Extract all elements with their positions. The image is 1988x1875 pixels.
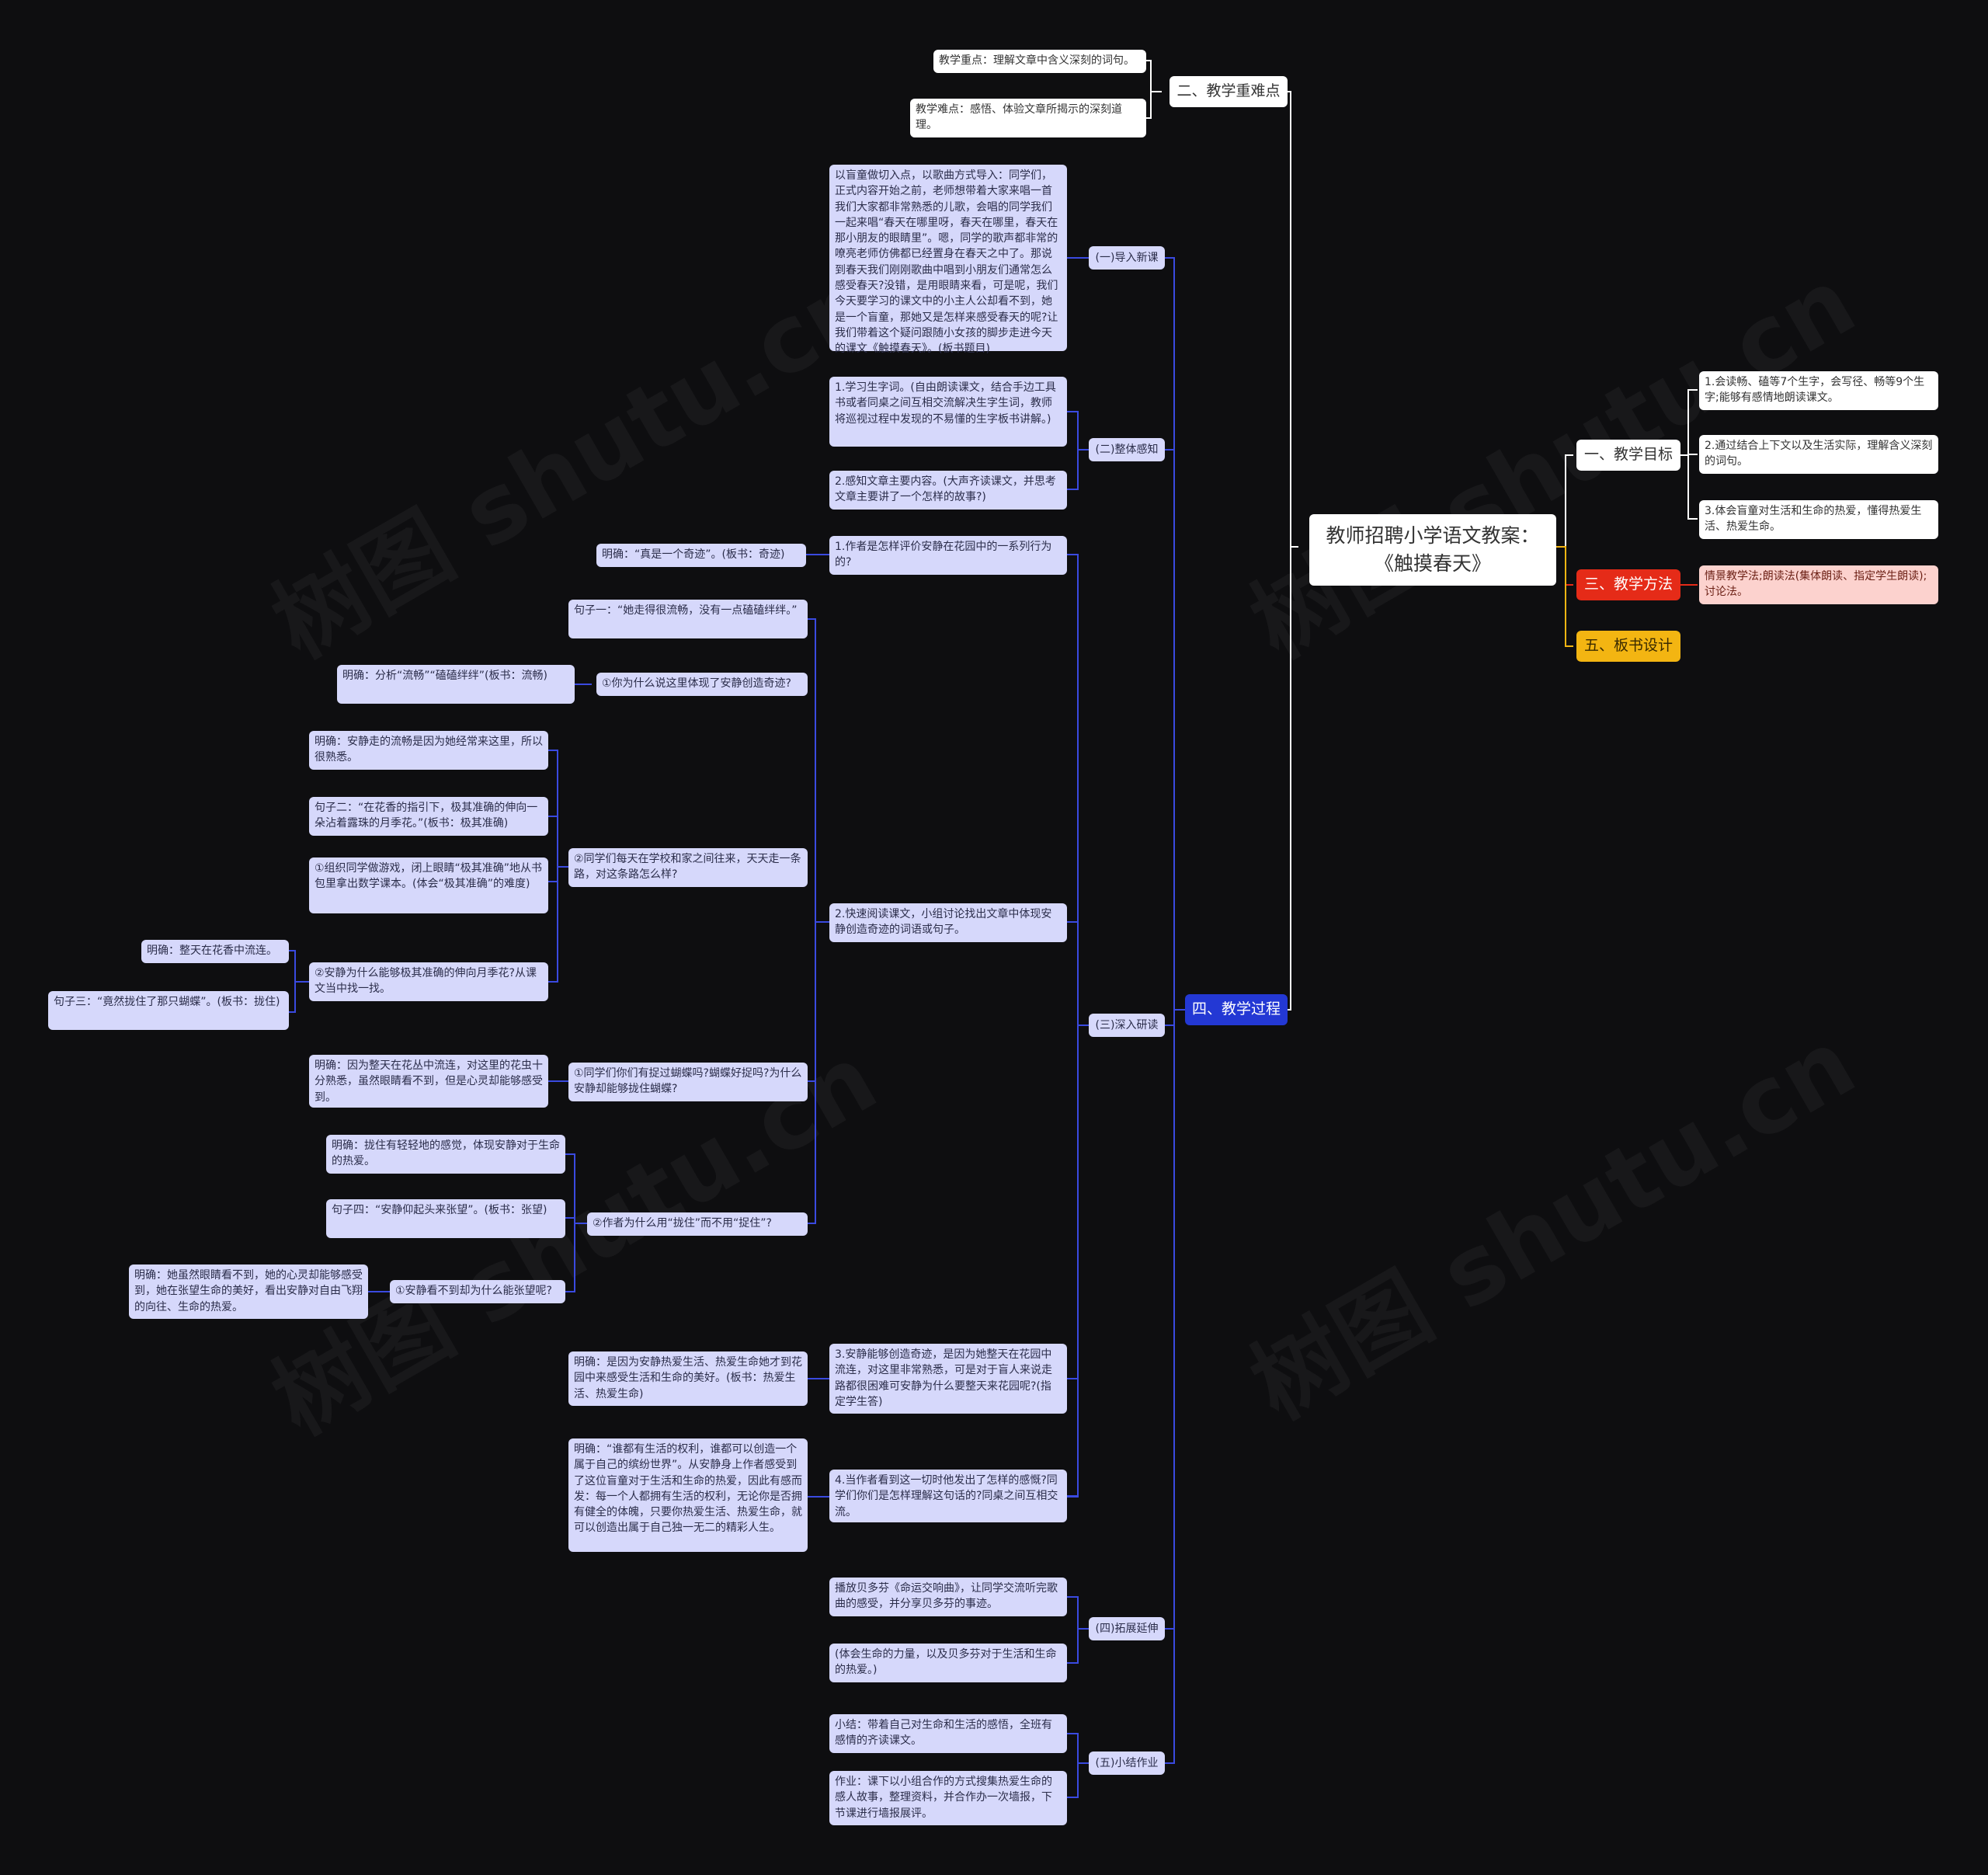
- branch-board-design[interactable]: 五、板书设计: [1576, 631, 1680, 662]
- branch-key-points[interactable]: 二、教学重难点: [1170, 76, 1288, 107]
- branch-teaching-process[interactable]: 四、教学过程: [1185, 994, 1288, 1025]
- sentence-2-game[interactable]: ①组织同学做游戏，闭上眼睛“极其准确”地从书包里拿出数学课本。(体会“极其准确”…: [309, 857, 548, 913]
- section-intro[interactable]: (一)导入新课: [1089, 246, 1165, 270]
- section-overall[interactable]: (二)整体感知: [1089, 438, 1165, 461]
- extension-item-1[interactable]: 播放贝多芬《命运交响曲》，让同学交流听完歌曲的感受，并分享贝多芬的事迹。: [829, 1578, 1067, 1616]
- sentence-1-answer-2[interactable]: 明确：安静走的流畅是因为她经常来这里，所以很熟悉。: [309, 731, 548, 770]
- goal-item-3[interactable]: 3.体会盲童对生活和生命的热爱，懂得热爱生活、热爱生命。: [1699, 500, 1938, 539]
- keypoint-difficulty[interactable]: 教学难点：感悟、体验文章所揭示的深刻道理。: [910, 99, 1146, 137]
- deep-question-4[interactable]: 4.当作者看到这一切时他发出了怎样的感慨?同学们你们是怎样理解这句话的?同桌之间…: [829, 1470, 1067, 1522]
- deep-answer-1[interactable]: 明确：“真是一个奇迹”。(板书：奇迹): [596, 544, 806, 567]
- deep-answer-4[interactable]: 明确：“谁都有生活的权利，谁都可以创造一个属于自己的缤纷世界”。从安静身上作者感…: [568, 1438, 808, 1552]
- overall-item-1[interactable]: 1.学习生字词。(自由朗读课文，结合手边工具书或者同桌之间互相交流解决生字生词，…: [829, 377, 1067, 447]
- sentence-3-question-2[interactable]: ②作者为什么用“拢住”而不用“捉住”?: [587, 1212, 808, 1236]
- sentence-2[interactable]: 句子二：“在花香的指引下，极其准确的伸向一朵沾着露珠的月季花。”(板书：极其准确…: [309, 797, 548, 836]
- root-title-line1: 教师招聘小学语文教案：: [1326, 524, 1540, 547]
- sentence-3-question[interactable]: ①同学们你们有捉过蝴蝶吗?蝴蝶好捉吗?为什么安静却能够拢住蝴蝶?: [568, 1063, 808, 1101]
- deep-answer-3[interactable]: 明确：是因为安静热爱生活、热爱生命她才到花园中来感受生活和生命的美好。(板书：热…: [568, 1351, 808, 1406]
- overall-item-2[interactable]: 2.感知文章主要内容。(大声齐读课文，并思考文章主要讲了一个怎样的故事?): [829, 471, 1067, 510]
- branch-teaching-methods[interactable]: 三、教学方法: [1576, 569, 1680, 600]
- intro-text[interactable]: 以盲童做切入点，以歌曲方式导入：同学们，正式内容开始之前，老师想带着大家来唱一首…: [829, 165, 1067, 355]
- section-deep-reading[interactable]: (三)深入研读: [1089, 1014, 1165, 1037]
- root-title-line2: 《触摸春天》: [1374, 552, 1491, 575]
- sentence-3-answer[interactable]: 明确：因为整天在花丛中流连，对这里的花虫十分熟悉，虽然眼睛看不到，但是心灵却能够…: [309, 1055, 548, 1108]
- deep-question-3[interactable]: 3.安静能够创造奇迹，是因为她整天在花园中流连，对这里非常熟悉，可是对于盲人来说…: [829, 1344, 1067, 1414]
- sentence-1-answer[interactable]: 明确：分析“流畅”“磕磕绊绊”(板书：流畅): [337, 665, 575, 704]
- goal-item-2[interactable]: 2.通过结合上下文以及生活实际，理解含义深刻的词句。: [1699, 435, 1938, 474]
- section-extension[interactable]: (四)拓展延伸: [1089, 1617, 1165, 1640]
- section-summary-homework[interactable]: (五)小结作业: [1089, 1752, 1165, 1775]
- sentence-4-question[interactable]: ①安静看不到却为什么能张望呢?: [390, 1280, 565, 1303]
- homework-item[interactable]: 作业：课下以小组合作的方式搜集热爱生命的感人故事，整理资料，并合作办一次墙报，下…: [829, 1771, 1067, 1825]
- sentence-2-question[interactable]: ②安静为什么能够极其准确的伸向月季花?从课文当中找一找。: [309, 962, 548, 1001]
- sentence-2-answer[interactable]: 明确：整天在花香中流连。: [141, 940, 289, 963]
- sentence-3[interactable]: 句子三：“竟然拢住了那只蝴蝶”。(板书：拢住): [48, 991, 289, 1030]
- deep-question-2[interactable]: 2.快速阅读课文，小组讨论找出文章中体现安静创造奇迹的词语或句子。: [829, 903, 1067, 942]
- sentence-1[interactable]: 句子一：“她走得很流畅，没有一点磕磕绊绊。”: [568, 600, 808, 638]
- root-topic[interactable]: 教师招聘小学语文教案： 《触摸春天》: [1309, 514, 1556, 586]
- deep-question-1[interactable]: 1.作者是怎样评价安静在花园中的一系列行为的?: [829, 536, 1067, 575]
- methods-item[interactable]: 情景教学法;朗读法(集体朗读、指定学生朗读);讨论法。: [1699, 565, 1938, 604]
- sentence-1-question-2[interactable]: ②同学们每天在学校和家之间往来，天天走一条路，对这条路怎么样?: [568, 848, 808, 887]
- extension-item-2[interactable]: (体会生命的力量，以及贝多芬对于生活和生命的热爱。): [829, 1644, 1067, 1682]
- sentence-3-answer-2[interactable]: 明确：拢住有轻轻地的感觉，体现安静对于生命的热爱。: [326, 1135, 565, 1174]
- sentence-4[interactable]: 句子四：“安静仰起头来张望”。(板书：张望): [326, 1199, 565, 1238]
- sentence-1-question[interactable]: ①你为什么说这里体现了安静创造奇迹?: [596, 673, 808, 696]
- goal-item-1[interactable]: 1.会读畅、磕等7个生字，会写径、畅等9个生字;能够有感情地朗读课文。: [1699, 371, 1938, 410]
- sentence-4-answer[interactable]: 明确：她虽然眼睛看不到，她的心灵却能够感受到，她在张望生命的美好，看出安静对自由…: [129, 1264, 368, 1319]
- branch-teaching-goals[interactable]: 一、教学目标: [1576, 440, 1680, 471]
- keypoint-focus[interactable]: 教学重点：理解文章中含义深刻的词句。: [933, 50, 1146, 73]
- summary-item[interactable]: 小结：带着自己对生命和生活的感悟，全班有感情的齐读课文。: [829, 1714, 1067, 1753]
